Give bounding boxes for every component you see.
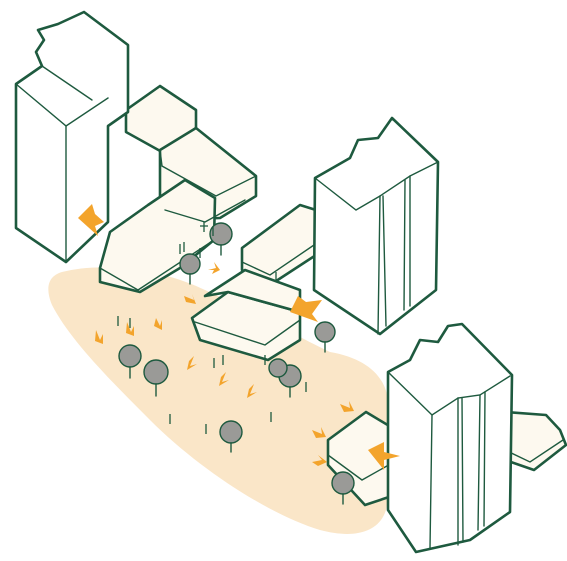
tower-middle bbox=[314, 118, 438, 334]
tower-left bbox=[16, 12, 128, 262]
podium-left bbox=[100, 86, 256, 292]
tower-right bbox=[388, 324, 512, 552]
